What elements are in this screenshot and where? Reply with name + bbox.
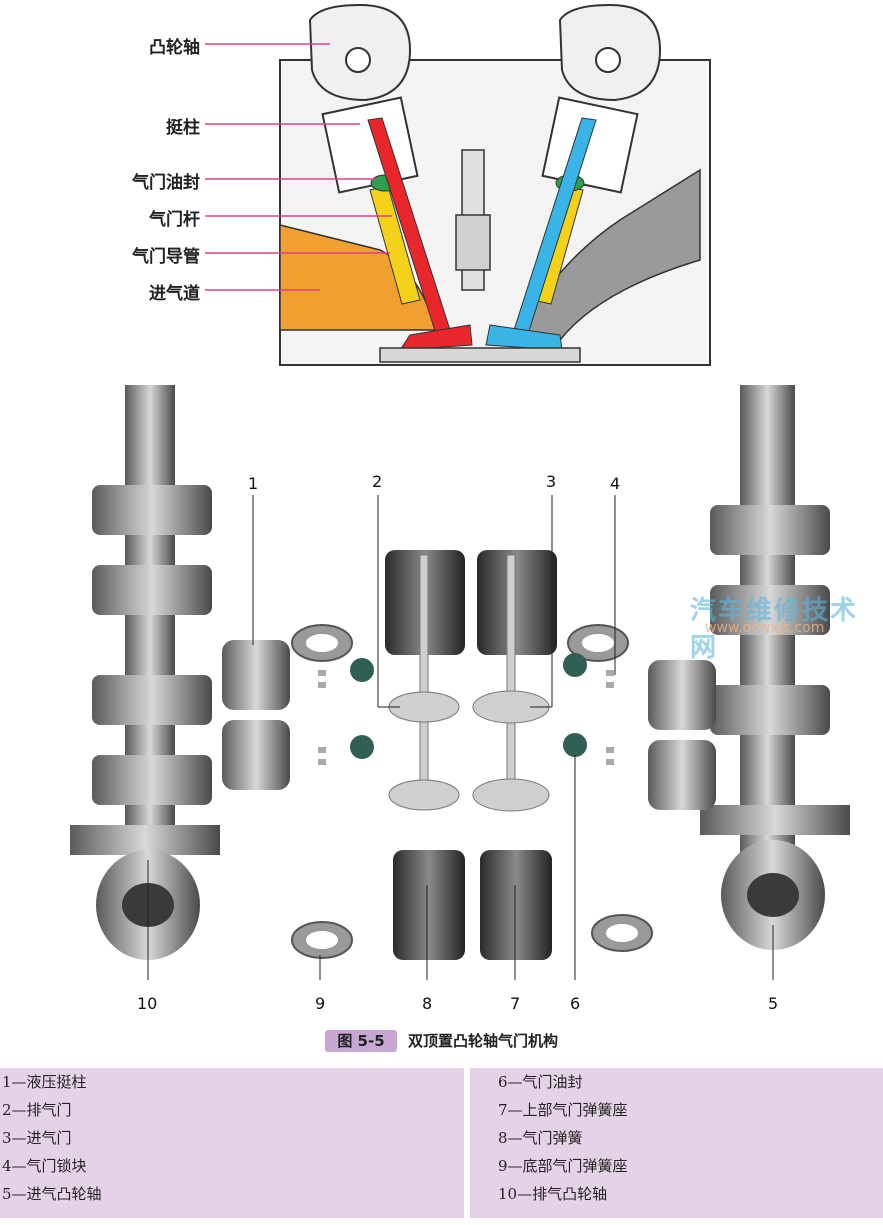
spring-seats xyxy=(291,624,653,959)
legend-item: 10—排气凸轮轴 xyxy=(498,1185,608,1203)
camshaft-right xyxy=(558,3,662,102)
intake-valve xyxy=(485,117,597,351)
legend-item: 7—上部气门弹簧座 xyxy=(498,1101,628,1119)
part-number-9: 9 xyxy=(315,994,326,1013)
legend-item: 5—进气凸轮轴 xyxy=(2,1185,102,1203)
label-tappet: 挺柱 xyxy=(166,118,200,138)
legend-right: 6—气门油封 7—上部气门弹簧座 8—气门弹簧 9—底部气门弹簧座 10—排气凸… xyxy=(470,1068,883,1218)
part-number-1: 1 xyxy=(248,474,259,493)
legend-left: 1—液压挺柱 2—排气门 3—进气门 4—气门锁块 5—进气凸轮轴 xyxy=(0,1068,464,1218)
legend-item: 3—进气门 xyxy=(2,1129,72,1147)
label-valve-seal: 气门油封 xyxy=(132,173,200,193)
hydraulic-tappets xyxy=(222,640,716,810)
part-number-4: 4 xyxy=(610,474,621,493)
part-number-7: 7 xyxy=(510,994,521,1013)
callout-lines xyxy=(205,43,392,291)
part-number-3: 3 xyxy=(546,472,557,491)
valves xyxy=(388,554,550,812)
part-number-10: 10 xyxy=(137,994,158,1013)
exhaust-valve xyxy=(367,117,473,351)
leader-lines xyxy=(147,495,774,980)
legend-item: 6—气门油封 xyxy=(498,1073,583,1091)
label-camshaft: 凸轮轴 xyxy=(149,38,200,58)
figure-title: 双顶置凸轮轴气门机构 xyxy=(408,1032,559,1050)
legend-item: 2—排气门 xyxy=(2,1101,72,1119)
intake-camshaft xyxy=(700,385,850,950)
cylinder-head-cross-section xyxy=(205,3,711,366)
valvetrain-components-photo xyxy=(70,385,850,980)
legend-item: 9—底部气门弹簧座 xyxy=(498,1157,628,1175)
valve-seals xyxy=(350,653,587,759)
legend-item: 4—气门锁块 xyxy=(2,1157,87,1175)
legend-item: 1—液压挺柱 xyxy=(2,1073,87,1091)
watermark-url: www.qcwxjs.com xyxy=(705,620,825,636)
part-number-5: 5 xyxy=(768,994,779,1013)
valve-springs xyxy=(385,550,557,960)
part-number-2: 2 xyxy=(372,472,383,491)
legend-item: 8—气门弹簧 xyxy=(498,1129,583,1147)
label-valve-guide: 气门导管 xyxy=(132,247,200,267)
exhaust-camshaft xyxy=(70,385,220,960)
part-number-6: 6 xyxy=(570,994,581,1013)
watermark: 汽车维修技术网 xyxy=(690,596,859,663)
label-valve-stem: 气门杆 xyxy=(149,210,200,230)
figure-number-badge: 图 5-5 xyxy=(325,1030,397,1052)
label-intake-port: 进气道 xyxy=(149,284,200,304)
camshaft-left xyxy=(308,3,412,102)
part-number-8: 8 xyxy=(422,994,433,1013)
valve-keepers xyxy=(318,670,614,765)
